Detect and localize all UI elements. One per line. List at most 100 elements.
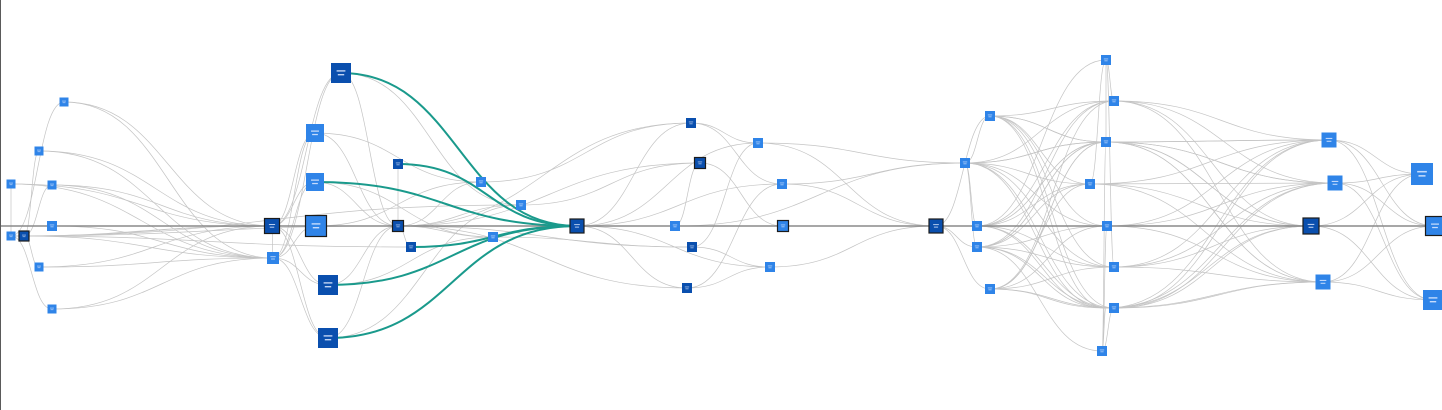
node-label-mark xyxy=(396,226,400,228)
graph-node-n31[interactable] xyxy=(670,221,680,231)
graph-node-n02[interactable] xyxy=(34,146,44,156)
graph-node-n45[interactable] xyxy=(1102,221,1112,231)
graph-node-n11[interactable] xyxy=(6,231,16,241)
edge-n01-n07 xyxy=(63,101,274,259)
graph-node-n32[interactable] xyxy=(776,219,790,233)
node-label-mark xyxy=(684,286,690,288)
graph-node-n41[interactable] xyxy=(1097,346,1107,356)
graph-node-n13[interactable] xyxy=(306,124,324,142)
graph-node-n09[interactable] xyxy=(47,304,57,314)
node-selection-frame xyxy=(928,218,944,234)
graph-node-n52[interactable] xyxy=(1327,175,1343,191)
graph-node-n23[interactable] xyxy=(488,232,498,242)
edge-n19-n26 xyxy=(397,162,701,227)
graph-node-n29[interactable] xyxy=(753,138,763,148)
graph-node-n03[interactable] xyxy=(6,179,16,189)
node-label-mark xyxy=(409,247,413,249)
edge-n07-n17 xyxy=(272,257,329,339)
edge-n38-n46 xyxy=(989,115,1115,268)
node-label-mark xyxy=(1307,223,1315,225)
graph-node-n10[interactable] xyxy=(18,230,30,242)
graph-node-n17[interactable] xyxy=(318,328,338,348)
node-label-mark xyxy=(1105,226,1109,228)
edge-n45-n53 xyxy=(1106,225,1324,283)
graph-node-n14[interactable] xyxy=(306,173,324,191)
graph-node-n27[interactable] xyxy=(687,242,697,252)
graph-node-n30[interactable] xyxy=(777,179,787,189)
graph-node-n22[interactable] xyxy=(516,200,526,210)
node-label-mark xyxy=(37,151,41,153)
graph-node-n53[interactable] xyxy=(1315,274,1331,290)
graph-node-n40[interactable] xyxy=(1101,55,1111,65)
node-box xyxy=(1109,303,1119,313)
graph-node-n37[interactable] xyxy=(972,242,982,252)
graph-node-n20[interactable] xyxy=(406,242,416,252)
edge-n02-n10 xyxy=(23,150,40,237)
edge-n51-n56 xyxy=(1328,139,1434,301)
graph-node-n06[interactable] xyxy=(263,217,281,235)
graph-node-n08[interactable] xyxy=(34,262,44,272)
edge-n38-n47 xyxy=(989,115,1115,309)
graph-node-n47[interactable] xyxy=(1109,303,1119,313)
graph-node-n55[interactable] xyxy=(1424,215,1442,237)
graph-node-n07[interactable] xyxy=(267,252,279,264)
node-label-mark xyxy=(337,74,345,76)
graph-node-n54[interactable] xyxy=(1411,163,1433,185)
graph-node-n12[interactable] xyxy=(331,63,351,83)
edge-n13-n21 xyxy=(314,132,482,183)
node-label-mark xyxy=(408,245,414,247)
edge-n30-n35 xyxy=(781,183,937,227)
edge-n19-n25 xyxy=(397,122,692,227)
node-box xyxy=(695,158,705,168)
node-box xyxy=(6,231,16,241)
graph-node-n35[interactable] xyxy=(928,218,944,234)
graph-node-n34[interactable] xyxy=(960,158,970,168)
graph-node-n18[interactable] xyxy=(393,159,403,169)
edge-n27-n33 xyxy=(691,246,771,268)
edge-n37-n42 xyxy=(976,100,1115,248)
node-box xyxy=(34,262,44,272)
graph-node-n56[interactable] xyxy=(1423,290,1442,310)
edge-n45-n52 xyxy=(1106,182,1336,227)
edge-n40-n46 xyxy=(1105,59,1115,268)
graph-node-n51[interactable] xyxy=(1321,132,1337,148)
graph-node-n38[interactable] xyxy=(985,111,995,121)
node-box xyxy=(960,158,970,168)
node-label-mark xyxy=(974,224,980,226)
node-label-mark xyxy=(689,245,695,247)
edge-n36-n47 xyxy=(976,225,1115,309)
graph-node-n25[interactable] xyxy=(686,118,696,128)
node-label-mark xyxy=(311,223,321,225)
graph-node-n01[interactable] xyxy=(59,97,69,107)
edge-n36-n49 xyxy=(976,225,1107,309)
graph-node-n42[interactable] xyxy=(1109,96,1119,106)
graph-node-n36[interactable] xyxy=(972,221,982,231)
graph-node-n39[interactable] xyxy=(985,284,995,294)
graph-node-n26[interactable] xyxy=(693,156,707,170)
graph-node-n33[interactable] xyxy=(765,262,775,272)
graph-node-n44[interactable] xyxy=(1085,179,1095,189)
node-box xyxy=(318,328,338,348)
graph-node-n19[interactable] xyxy=(391,219,405,233)
edge-n08-n07 xyxy=(38,257,274,268)
graph-node-n16[interactable] xyxy=(318,275,338,295)
edge-n51-n55 xyxy=(1328,139,1436,227)
edge-n31-n34 xyxy=(674,162,966,227)
node-label-mark xyxy=(1326,140,1332,142)
graph-node-n04[interactable] xyxy=(47,180,57,190)
edge-n08-n06 xyxy=(38,225,273,268)
edge-n37-n47 xyxy=(976,246,1115,309)
graph-node-n24[interactable] xyxy=(569,218,585,234)
node-label-mark xyxy=(9,234,13,236)
graph-node-n21[interactable] xyxy=(476,177,486,187)
graph-node-n43[interactable] xyxy=(1101,137,1111,147)
graph-node-n46[interactable] xyxy=(1109,262,1119,272)
node-label-mark xyxy=(673,226,677,228)
graph-node-n50[interactable] xyxy=(1302,217,1320,235)
graph-node-n15[interactable] xyxy=(304,214,328,238)
graph-node-n05[interactable] xyxy=(47,221,57,231)
node-label-mark xyxy=(574,224,580,226)
graph-node-n28[interactable] xyxy=(682,283,692,293)
